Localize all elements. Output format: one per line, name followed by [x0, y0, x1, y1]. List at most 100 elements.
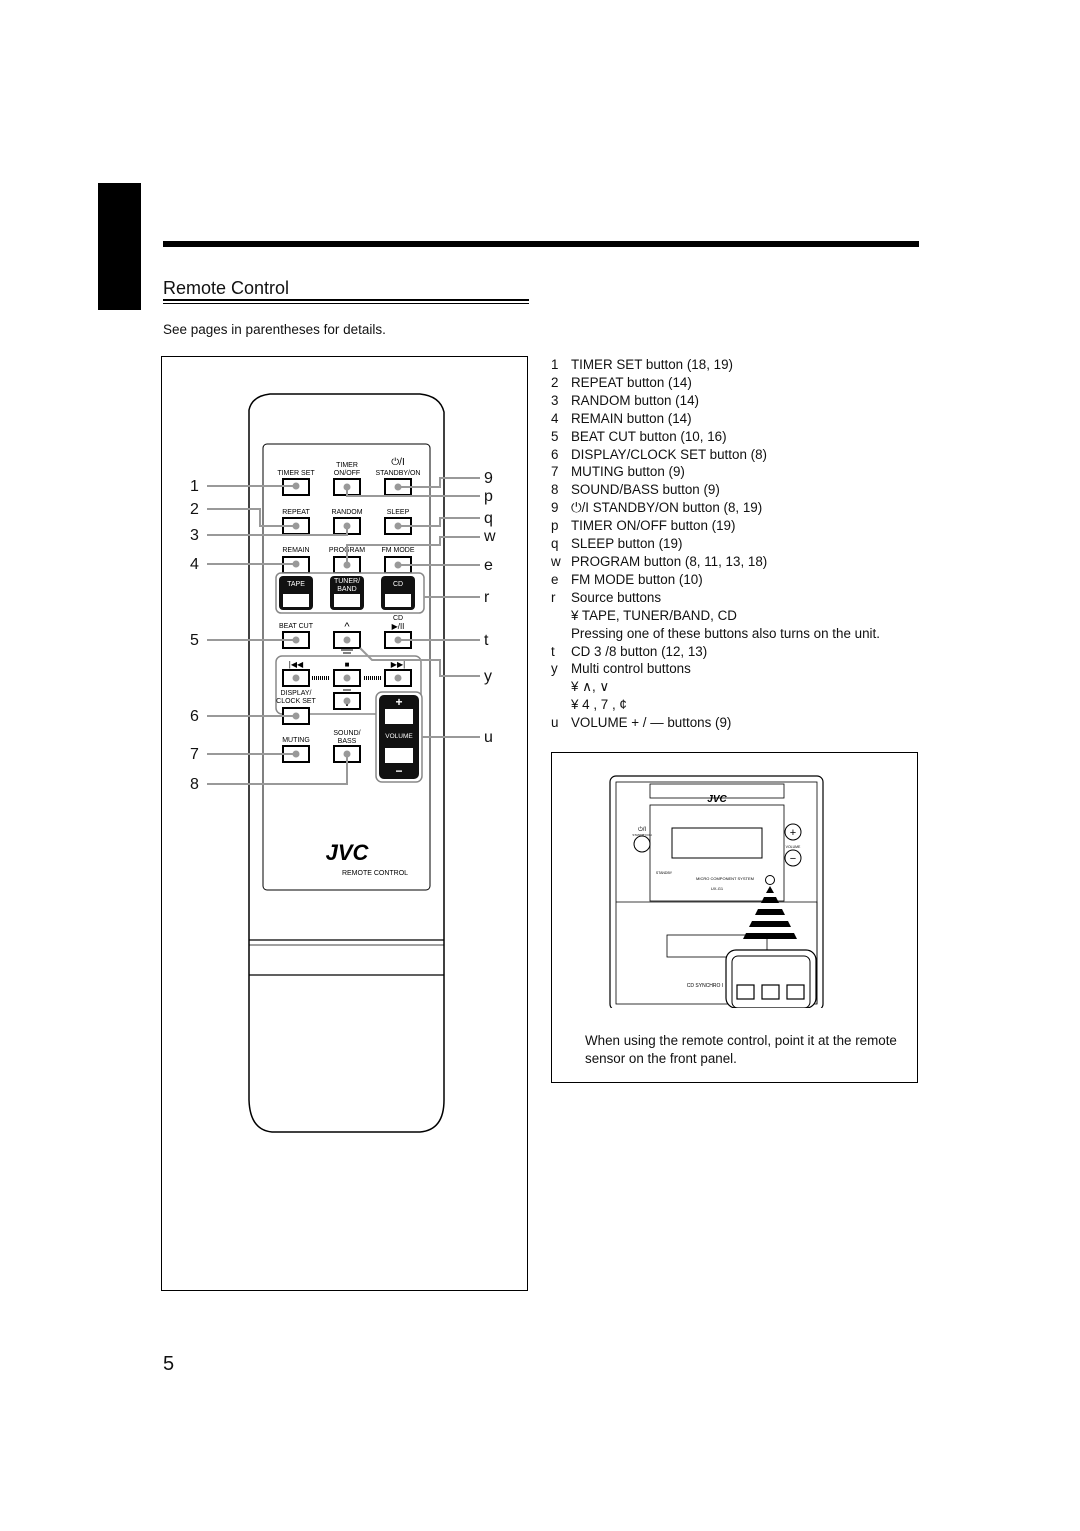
legend-key: 1: [551, 357, 559, 372]
unit-minus-icon: −: [790, 853, 796, 865]
unit-volume-down-button[interactable]: [784, 849, 802, 867]
unit-cutoff: [600, 1008, 832, 1012]
label-random: RANDOM: [331, 509, 362, 516]
unit-display-panel: [649, 804, 785, 902]
title-underline-thin: [163, 303, 529, 304]
legend-item: 1 TIMER SET button (18, 19): [551, 356, 926, 374]
section-tab-marker: [98, 183, 141, 310]
legend-text: Source buttons: [571, 589, 662, 605]
label-clock-set: CLOCK SET: [276, 698, 316, 705]
legend-text: FM MODE button (10): [571, 571, 703, 587]
legend-subitem: ¥ TAPE, TUNER/BAND, CD: [571, 607, 737, 623]
leader-q: [398, 517, 480, 527]
jvc-logo: JVC: [326, 840, 370, 865]
unit-power-icon: ⏻/I: [638, 826, 646, 833]
plus-icon: +: [395, 695, 402, 709]
callout-4: 4: [190, 556, 199, 573]
tape-button-face: [283, 594, 309, 607]
label-sleep: SLEEP: [387, 509, 410, 516]
legend-key: 2: [551, 374, 559, 390]
legend-text: CD 3 /8 button (12, 13): [571, 643, 708, 659]
unit-label-model: UX-G1: [711, 886, 724, 891]
unit-jvc-logo: JVC: [707, 794, 727, 805]
unit-plus-icon: +: [790, 827, 796, 839]
legend-text: SOUND/BASS button (9): [571, 482, 720, 498]
legend-text: RANDOM button (14): [571, 392, 699, 408]
legend-text: REMAIN button (14): [571, 410, 692, 426]
label-cd: CD: [393, 581, 403, 588]
legend-item: e FM MODE button (10): [551, 571, 926, 589]
unit-top-slot: [649, 783, 785, 799]
legend-key: t: [551, 643, 555, 659]
prev-icon: |◀◀: [289, 660, 304, 669]
legend-text: TIMER SET button (18, 19): [571, 357, 733, 372]
signal-bar-1: [761, 897, 779, 903]
legend-item: t CD 3 /8 button (12, 13): [551, 643, 926, 661]
legend-subitem: ¥ 4 , 7 , ¢: [571, 697, 627, 713]
signal-bar-4: [743, 933, 797, 939]
callout-w: w: [484, 528, 496, 545]
unit-display: [671, 827, 763, 859]
mini-button-3: [786, 984, 805, 1000]
callout-1: 1: [190, 478, 199, 495]
label-remote-control: REMOTE CONTROL: [342, 870, 408, 877]
label-timer-set: TIMER SET: [277, 470, 315, 477]
legend-key: 7: [551, 464, 559, 480]
leader-8: [207, 754, 348, 785]
unit-inner: [615, 781, 818, 1005]
legend-key: 4: [551, 410, 559, 426]
unit-volume-up-button[interactable]: [784, 823, 802, 841]
legend-item: 2 REPEAT button (14): [551, 374, 926, 392]
unit-label-volume: VOLUME: [786, 845, 801, 849]
page-number: 5: [163, 1353, 175, 1375]
label-fm-mode: FM MODE: [381, 547, 414, 554]
legend-subitem: ¥ ∧, ∨: [571, 679, 610, 695]
callout-lines-left: [207, 485, 348, 785]
callout-y: y: [484, 668, 492, 685]
legend-key: 5: [551, 428, 559, 444]
callout-r: r: [484, 589, 490, 606]
stop-icon: ■: [345, 660, 350, 669]
volume-down-button[interactable]: [385, 748, 413, 763]
label-bass: BASS: [338, 738, 357, 745]
figure-caption: When using the remote control, point it …: [585, 1033, 897, 1066]
signal-bar-2: [755, 909, 785, 915]
legend-key: 6: [551, 446, 559, 462]
legend-key: y: [551, 661, 558, 677]
leader-y: [359, 647, 480, 677]
callout-q: q: [484, 510, 493, 527]
legend-key: 3: [551, 392, 559, 408]
legend-key: w: [551, 553, 561, 569]
legend-item: 5 BEAT CUT button (10, 16): [551, 428, 926, 446]
volume-up-button[interactable]: [385, 709, 413, 724]
legend-text: DISPLAY/CLOCK SET button (8): [571, 446, 767, 462]
legend-text: REPEAT button (14): [571, 374, 692, 390]
signal-arrow-tip: [766, 886, 774, 893]
remote-figure-frame: [161, 356, 528, 1291]
legend-text: ⏻/I STANDBY/ON button (8, 19): [571, 500, 763, 516]
callout-dots: [292, 482, 402, 758]
label-on-off: ON/OFF: [334, 470, 360, 477]
label-sound: SOUND/: [333, 730, 360, 737]
unit-figure-frame: [551, 752, 918, 1083]
signal-bar-3: [749, 921, 791, 927]
label-volume: VOLUME: [385, 733, 413, 740]
label-remain: REMAIN: [282, 547, 309, 554]
unit-power-button[interactable]: [633, 835, 651, 853]
label-timer: TIMER: [336, 462, 358, 469]
label-tape: TAPE: [287, 581, 305, 588]
leader-9: [398, 477, 480, 488]
legend-key: r: [551, 589, 556, 605]
label-repeat: REPEAT: [282, 509, 310, 516]
callout-8: 8: [190, 776, 199, 793]
legend-key: e: [551, 571, 559, 587]
label-tuner: TUNER/: [334, 578, 360, 585]
legend-text: TIMER ON/OFF button (19): [571, 518, 736, 534]
legend-text: BEAT CUT button (10, 16): [571, 428, 727, 444]
